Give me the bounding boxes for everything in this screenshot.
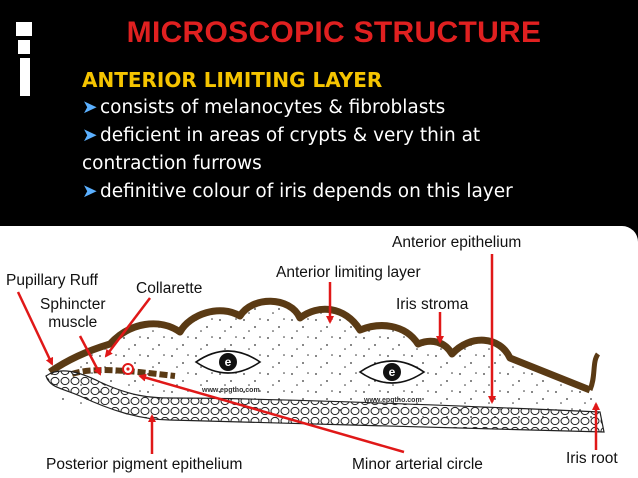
iris-root-tail [587, 352, 601, 391]
arrow-pupillary-ruff [16, 291, 54, 366]
iris-stroma-region [50, 301, 598, 422]
bullet-continuation: contraction furrows [82, 153, 262, 174]
label-anterior-epithelium: Anterior epithelium [392, 234, 522, 251]
label-iris-stroma: Iris stroma [396, 296, 469, 313]
bullet-item: ➤consists of melanocytes & fibroblasts [82, 94, 622, 122]
label-sphincter-line1: Sphincter [40, 296, 106, 313]
watermark: www.epgtho.com [363, 397, 422, 404]
label-collarette: Collarette [136, 280, 203, 297]
label-anterior-limiting-layer: Anterior limiting layer [276, 264, 421, 281]
label-posterior-pigment-epithelium: Posterior pigment epithelium [46, 456, 243, 473]
bullet-arrow-icon: ➤ [82, 97, 98, 118]
decorative-bar [20, 58, 30, 96]
label-sphincter-muscle: Sphincter muscle [40, 296, 105, 332]
label-pupillary-ruff: Pupillary Ruff [6, 272, 98, 289]
label-minor-arterial-circle: Minor arterial circle [352, 456, 483, 473]
iris-diagram-panel: e e www.epgtho.com www.epgtho.com Anteri… [0, 226, 638, 478]
svg-text:e: e [225, 355, 232, 369]
bullet-text: consists of melanocytes & fibroblasts [100, 97, 446, 118]
label-sphincter-line2: muscle [48, 314, 98, 331]
watermark: www.epgtho.com [201, 387, 260, 394]
slide-title: MICROSCOPIC STRUCTURE [84, 10, 584, 56]
svg-text:e: e [389, 365, 396, 379]
arrow-sphincter-muscle [78, 335, 102, 376]
label-iris-root: Iris root [566, 450, 618, 467]
decorative-bar [16, 22, 32, 36]
bullet-text: definitive colour of iris depends on thi… [100, 181, 513, 202]
decorative-bar [18, 40, 30, 54]
arrow-minor-arterial-circle [138, 373, 405, 454]
slide-body: ANTERIOR LIMITING LAYER ➤consists of mel… [82, 66, 622, 206]
eye-logo-icon: e [358, 360, 426, 384]
iris-diagram: e e www.epgtho.com www.epgtho.com [16, 254, 605, 454]
bullet-arrow-icon: ➤ [82, 125, 98, 146]
posterior-pigment-epithelium [45, 370, 605, 433]
bullet-item: ➤definitive colour of iris depends on th… [82, 178, 622, 206]
anterior-limiting-layer [47, 297, 592, 394]
eye-logo-icon: e [194, 350, 262, 374]
bullet-item: ➤deficient in areas of crypts & very thi… [82, 122, 622, 150]
arrow-collarette [104, 297, 151, 358]
bullet-arrow-icon: ➤ [82, 181, 98, 202]
sphincter-muscle [71, 367, 176, 379]
bullet-text: deficient in areas of crypts & very thin… [100, 125, 481, 146]
subheading: ANTERIOR LIMITING LAYER [82, 68, 383, 92]
